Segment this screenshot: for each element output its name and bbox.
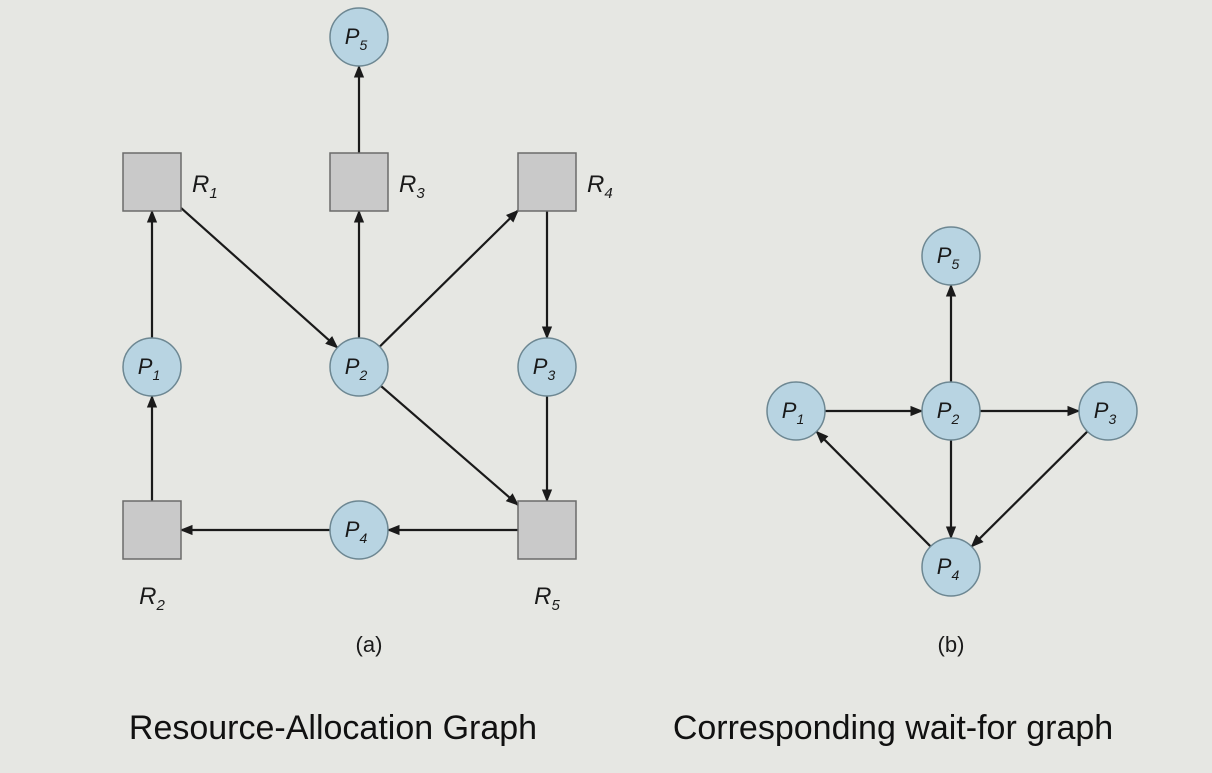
- panel-a-resource-label: R1: [192, 171, 218, 202]
- panel-a-label: (a): [356, 632, 383, 657]
- panel-a-resource-box: [329, 152, 389, 212]
- panel-b-process-p4: P4: [921, 537, 981, 597]
- panel-a-resource-r2: R2: [122, 500, 182, 614]
- panel-a-process-p2: P2: [329, 337, 389, 397]
- panel-a-resource-r3: R3: [329, 152, 425, 212]
- panel-a-resource-label: R3: [399, 171, 425, 202]
- panel-a-resource-label: R4: [587, 171, 613, 202]
- panel-b-caption: Corresponding wait-for graph: [673, 709, 1113, 747]
- panel-b-process-circle: [921, 381, 981, 441]
- panel-a-process-p4: P4: [329, 500, 389, 560]
- panel-a-resource-box: [517, 152, 577, 212]
- panel-b-process-circle: [921, 226, 981, 286]
- panel-a-process-circle: [329, 7, 389, 67]
- panel-b-process-p1: P1: [766, 381, 826, 441]
- panel-b-process-label: P3: [1094, 398, 1117, 427]
- panel-a-process-p3: P3: [517, 337, 577, 397]
- panel-b-process-p3: P3: [1078, 381, 1138, 441]
- panel-a-resource-r1: R1: [122, 152, 218, 212]
- panel-a-process-circle: [517, 337, 577, 397]
- panel-b-edge-p3-to-p4: [970, 430, 1089, 548]
- panel-a-resource-r4: R4: [517, 152, 613, 212]
- panel-b-edge-p4-to-p1: [815, 430, 932, 548]
- panel-a-resource-box: [122, 152, 182, 212]
- panel-a-process-label: P3: [533, 354, 556, 383]
- panel-a-resource-r5: R5: [517, 500, 577, 614]
- panel-b-process-label: P4: [937, 554, 960, 583]
- panel-b-process-p5: P5: [921, 226, 981, 286]
- edges-layer: [146, 64, 1089, 548]
- panel-a-resource-box: [122, 500, 182, 560]
- panel-a-process-p5: P5: [329, 7, 389, 67]
- panel-a-process-circle: [329, 500, 389, 560]
- panel-a-resource-label: R5: [534, 583, 560, 614]
- panel-b-process-circle: [1078, 381, 1138, 441]
- panel-a-resource-box: [517, 500, 577, 560]
- panel-a-resource-label: R2: [139, 583, 165, 614]
- panel-a-process-label: P5: [345, 24, 368, 53]
- panel-a-edge-r1-to-p2: [180, 207, 339, 349]
- panel-b-process-circle: [766, 381, 826, 441]
- panel-b-process-circle: [921, 537, 981, 597]
- panel-a-process-circle: [122, 337, 182, 397]
- panel-a-process-label: P2: [345, 354, 368, 383]
- panel-b-process-label: P5: [937, 243, 960, 272]
- panel-b-process-label: P1: [782, 398, 804, 427]
- panel-b-process-p2: P2: [921, 381, 981, 441]
- panel-a-process-circle: [329, 337, 389, 397]
- panel-a-process-label: P4: [345, 517, 368, 546]
- panel-a-edge-p2-to-r5: [380, 385, 519, 506]
- panel-a-process-label: P1: [138, 354, 160, 383]
- panel-a-process-p1: P1: [122, 337, 182, 397]
- panel-a-edge-p2-to-r4: [378, 209, 519, 348]
- panel-b-label: (b): [938, 632, 965, 657]
- panel-b-process-label: P2: [937, 398, 960, 427]
- panel-a-caption: Resource-Allocation Graph: [129, 709, 537, 747]
